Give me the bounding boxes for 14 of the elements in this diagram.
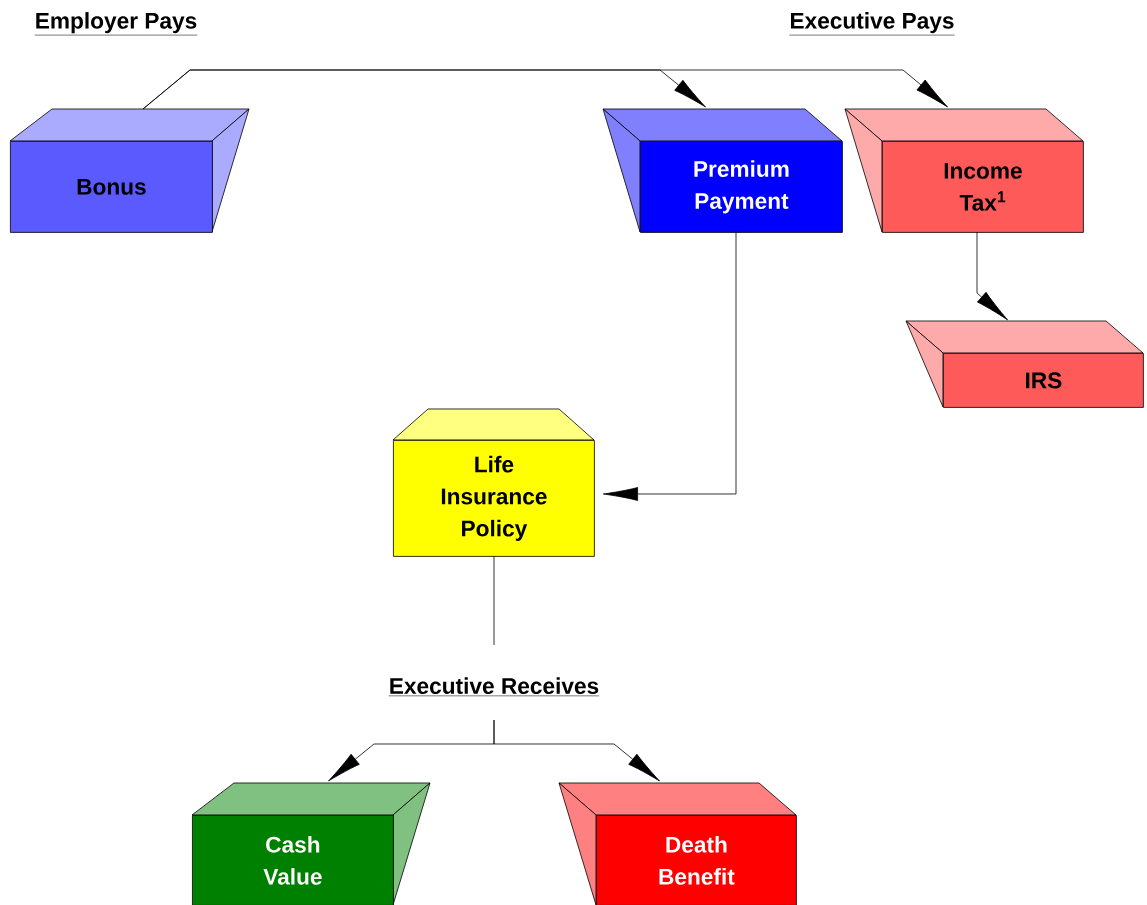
box: Life Insurance Policy <box>392 408 595 557</box>
heading: Executive Pays <box>789 12 955 36</box>
box: Bonus <box>9 108 250 233</box>
box: Premium Payment <box>602 108 843 233</box>
box: IRS <box>905 320 1144 408</box>
arrow <box>602 231 737 501</box>
heading: Employer Pays <box>34 12 198 36</box>
arrow <box>142 69 948 110</box>
heading: Executive Receives <box>388 677 600 697</box>
box: Death Benefit <box>558 782 797 905</box>
box: Income Tax$^{1}$ <box>844 108 1084 233</box>
arrow <box>976 231 1008 321</box>
box: Cash Value <box>191 782 431 905</box>
arrow <box>493 719 660 782</box>
